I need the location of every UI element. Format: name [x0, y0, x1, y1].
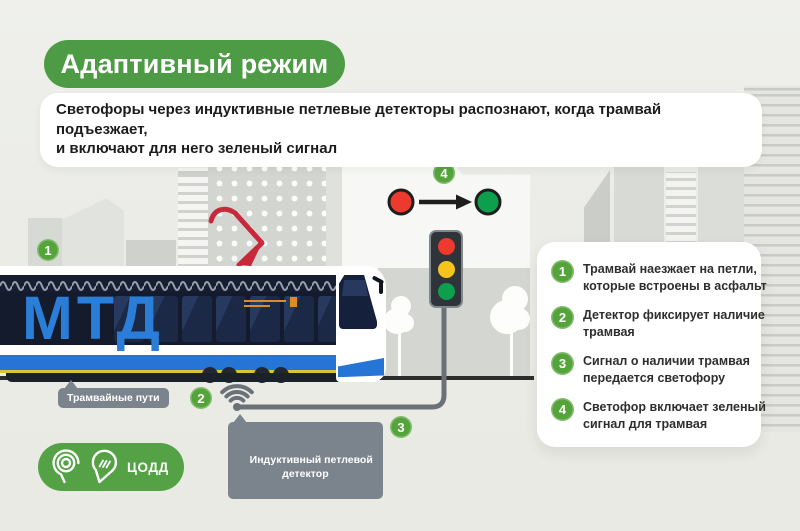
step-text: Трамвай наезжает на петли, которые встро… — [583, 262, 767, 293]
track-label: Трамвайные пути — [58, 380, 169, 408]
tram-mirror-icon — [379, 282, 383, 294]
track-label-text: Трамвайные пути — [67, 392, 160, 404]
scene-badge-4: 4 — [433, 162, 455, 184]
detector-label-text: Индуктивный петлевой детектор — [249, 453, 373, 480]
tram-window — [250, 296, 280, 342]
tram-window — [216, 296, 246, 342]
steps-card: 1 Трамвай наезжает на петли, которые вст… — [537, 242, 767, 447]
signal-change-indicator — [387, 188, 502, 216]
subtitle-text: Светофоры через индуктивные петлевые дет… — [56, 101, 662, 157]
step-number-badge: 4 — [551, 398, 574, 421]
tram-window — [148, 296, 178, 342]
roof-wave-pattern — [0, 275, 352, 292]
tram-illustration: МТД — [0, 264, 386, 386]
traffic-light-yellow-lamp — [437, 260, 455, 278]
pantograph-icon — [208, 206, 265, 268]
wifi-detector-icon — [220, 384, 254, 411]
detector-label: Индуктивный петлевой детектор — [228, 414, 383, 500]
codd-pin-icon — [91, 449, 118, 484]
step-item-1: 1 Трамвай наезжает на петли, которые вст… — [551, 259, 767, 294]
codd-logo: ЦОДД — [38, 443, 184, 491]
tram-stripe-white — [0, 345, 344, 355]
page-title: Адаптивный режим — [44, 40, 345, 88]
subtitle-card: Светофоры через индуктивные петлевые дет… — [40, 93, 762, 167]
callout-pointer — [64, 380, 78, 389]
cable-line — [237, 304, 447, 410]
callout-pointer — [233, 414, 247, 423]
tram-window — [318, 296, 340, 342]
tram-window — [284, 296, 314, 342]
moscow-transport-icon — [52, 449, 80, 484]
tram-window — [114, 296, 144, 342]
tram-body: МТД — [0, 288, 344, 349]
scene-badge-3: 3 — [390, 416, 412, 438]
step-number-badge: 2 — [551, 306, 574, 329]
red-signal-icon — [387, 188, 415, 216]
step-text: Детектор фиксирует наличие трамвая — [583, 308, 765, 339]
tree-icon — [384, 296, 420, 378]
traffic-light-red-lamp — [437, 237, 455, 255]
step-item-2: 2 Детектор фиксирует наличие трамвая — [551, 305, 765, 340]
tram-stripe-yellow — [0, 370, 344, 373]
tram-roof-band — [0, 275, 352, 292]
step-text: Сигнал о наличии трамвая передается свет… — [583, 354, 750, 385]
step-number-badge: 3 — [551, 352, 574, 375]
scene-badge-1: 1 — [37, 239, 59, 261]
tram-roof — [0, 266, 356, 276]
codd-logo-text: ЦОДД — [127, 459, 169, 475]
traffic-light-green-lamp — [437, 283, 455, 301]
page-title-text: Адаптивный режим — [60, 48, 329, 79]
tram-stripe-blue — [0, 355, 344, 370]
traffic-light — [429, 230, 463, 308]
green-signal-icon — [474, 188, 502, 216]
tram-cab — [336, 266, 386, 382]
step-item-3: 3 Сигнал о наличии трамвая передается св… — [551, 351, 750, 386]
step-text: Светофор включает зеленый сигнал для тра… — [583, 400, 766, 431]
step-item-4: 4 Светофор включает зеленый сигнал для т… — [551, 397, 766, 432]
step-number-badge: 1 — [551, 260, 574, 283]
tram-logo: МТД — [22, 284, 165, 352]
tram-window — [182, 296, 212, 342]
tram-display-line — [244, 305, 270, 307]
tram-display-line — [244, 300, 286, 302]
tram-underbody — [6, 373, 366, 382]
tram-display-box — [290, 297, 297, 307]
tree-icon — [490, 286, 536, 378]
windshield-reflection — [342, 280, 368, 296]
scene-badge-2: 2 — [190, 387, 212, 409]
tram-nose-skirt — [338, 358, 384, 377]
